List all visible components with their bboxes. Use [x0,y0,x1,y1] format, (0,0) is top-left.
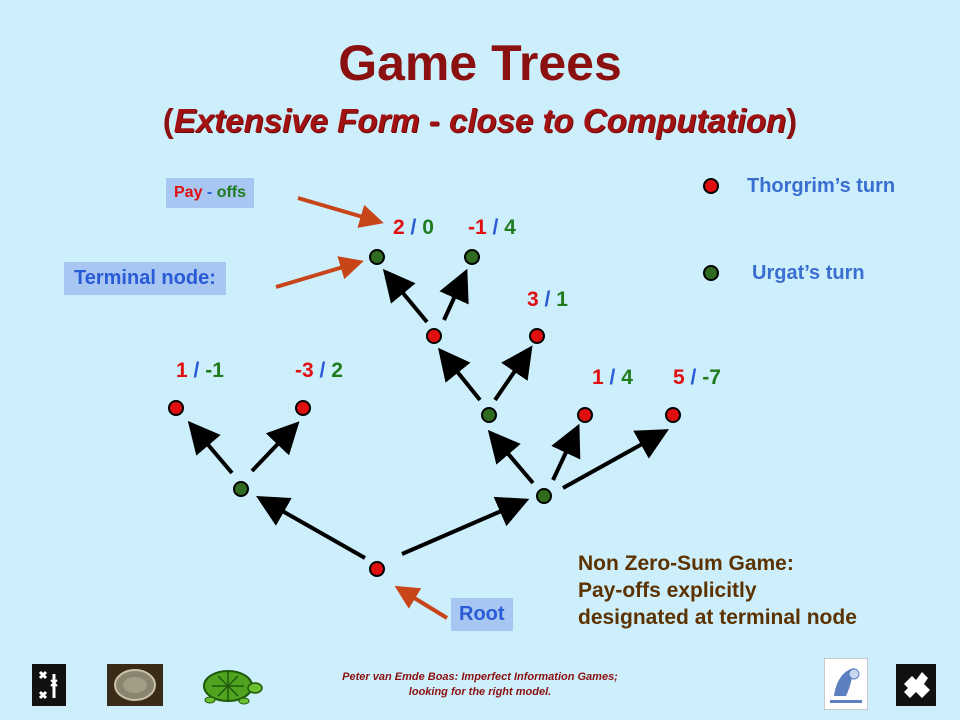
coin-image-icon [107,664,163,706]
node-terminal-m3-2 [295,400,311,416]
subtitle-italic: Extensive Form - close to Computation [173,102,787,139]
payoff-2-0: 2 / 0 [393,216,434,239]
note-line-1: Non Zero-Sum Game: [578,552,794,575]
node-urgat-right [536,488,552,504]
payoff-1-4: 1 / 4 [592,366,633,389]
edge-left-a [187,420,234,475]
node-terminal-1-4 [577,407,593,423]
callout-root: Root [451,598,513,631]
edge-top-20 [382,268,429,324]
node-terminal-1-m1 [168,400,184,416]
edge-left-b [250,421,300,473]
legend-thorgrim-label: Thorgrim’s turn [747,175,896,197]
node-urgat-left [233,481,249,497]
university-logo-icon [32,664,66,706]
subtitle-open-paren: ( [162,102,174,139]
footer-credit: Peter van Emde Boas: Imperfect Informati… [270,670,690,700]
puzzle-logo-icon [896,664,936,706]
node-urgat-mid [481,407,497,423]
node-terminal-3-1 [529,328,545,344]
note-text: Non Zero-Sum Game: Pay-offs explicitly d… [578,550,857,631]
edge-right-c [551,423,581,481]
arrow-payoffs [297,196,384,228]
edge-mid-31 [493,345,533,402]
payoff-m3-2: -3 / 2 [295,359,343,382]
subtitle-close-paren: ) [786,102,798,139]
callout-terminal-node: Terminal node: [64,262,226,295]
node-terminal-2-0 [369,249,385,265]
node-root [369,561,385,577]
payoff-3-1: 3 / 1 [527,288,568,311]
legend-urgat-label: Urgat’s turn [752,262,865,284]
legend-thorgrim-dot [703,178,719,194]
node-terminal-m1-4 [464,249,480,265]
arrow-root [394,585,449,620]
edge-right-mid [487,429,535,485]
footer-line-2: looking for the right model. [408,686,552,698]
page-title: Game Trees [338,35,622,91]
node-terminal-5-m7 [665,407,681,423]
footer-line-1: Peter van Emde Boas: Imperfect Informati… [342,671,618,683]
note-line-2: Pay-offs explicitly [578,579,757,602]
node-thorgrim-upper [426,328,442,344]
edge-root-left [256,496,366,560]
callout-payoffs: Pay - offs [166,178,255,208]
edge-top-m14 [439,268,469,321]
arrow-terminal [275,256,364,289]
legend-urgat-dot [703,265,719,281]
turtle-icon [203,670,263,705]
payoff-5-m7: 5 / -7 [673,366,721,389]
page-subtitle: (Extensive Form - close to Computation) [0,102,960,140]
edge-mid-up [437,347,482,402]
institute-logo-icon [824,658,868,710]
edge-root-right [401,496,530,556]
edge-right-d [562,429,669,490]
note-line-3: designated at terminal node [578,606,857,629]
payoff-1-m1: 1 / -1 [176,359,224,382]
payoff-m1-4: -1 / 4 [468,216,516,239]
